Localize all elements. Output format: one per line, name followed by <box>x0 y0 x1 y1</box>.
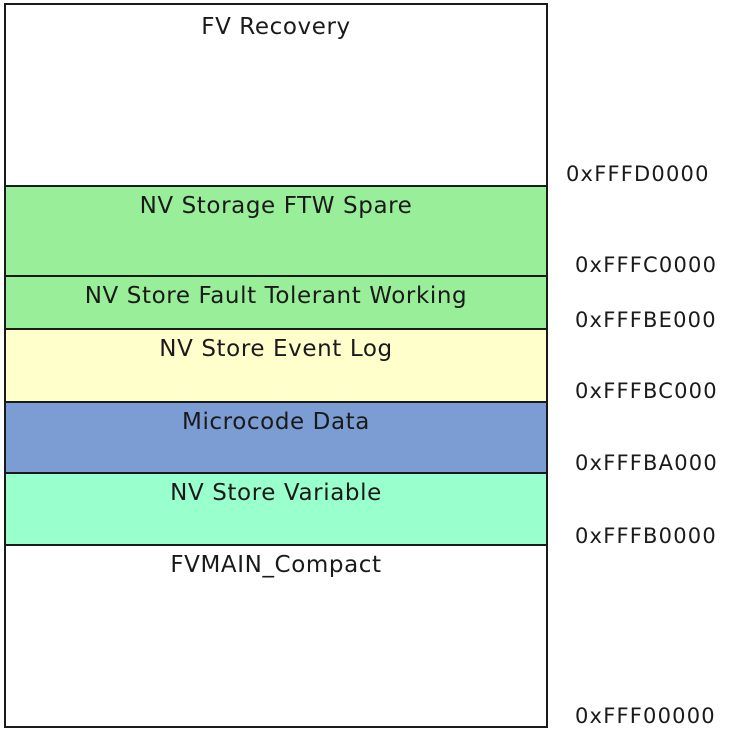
region-label: FV Recovery <box>201 14 351 40</box>
region-nv-storage-ftw-spare: NV Storage FTW Spare <box>6 185 546 277</box>
address-label: 0xFFFB0000 <box>575 524 717 548</box>
region-fv-recovery: FV Recovery <box>6 5 546 187</box>
region-label: NV Storage FTW Spare <box>139 193 413 219</box>
address-label: 0xFFFBE000 <box>575 308 717 332</box>
address-label: 0xFFFBA000 <box>575 451 718 475</box>
address-label: 0xFFFC0000 <box>575 253 718 277</box>
region-label: NV Store Fault Tolerant Working <box>84 283 468 309</box>
region-label: NV Store Variable <box>170 480 382 506</box>
region-nv-store-event-log: NV Store Event Log <box>6 328 546 403</box>
address-label: 0xFFF00000 <box>575 704 716 728</box>
address-label: 0xFFFD0000 <box>566 162 710 186</box>
region-fvmain-compact: FVMAIN_Compact <box>6 544 546 726</box>
flash-layout-diagram: FV Recovery NV Storage FTW Spare NV Stor… <box>4 3 548 728</box>
region-nv-store-variable: NV Store Variable <box>6 472 546 546</box>
region-microcode-data: Microcode Data <box>6 401 546 474</box>
region-label: NV Store Event Log <box>159 336 393 362</box>
region-label: Microcode Data <box>182 409 370 435</box>
address-label: 0xFFFBC000 <box>575 379 718 403</box>
region-label: FVMAIN_Compact <box>170 552 382 578</box>
region-nv-store-fault-tolerant-working: NV Store Fault Tolerant Working <box>6 275 546 330</box>
